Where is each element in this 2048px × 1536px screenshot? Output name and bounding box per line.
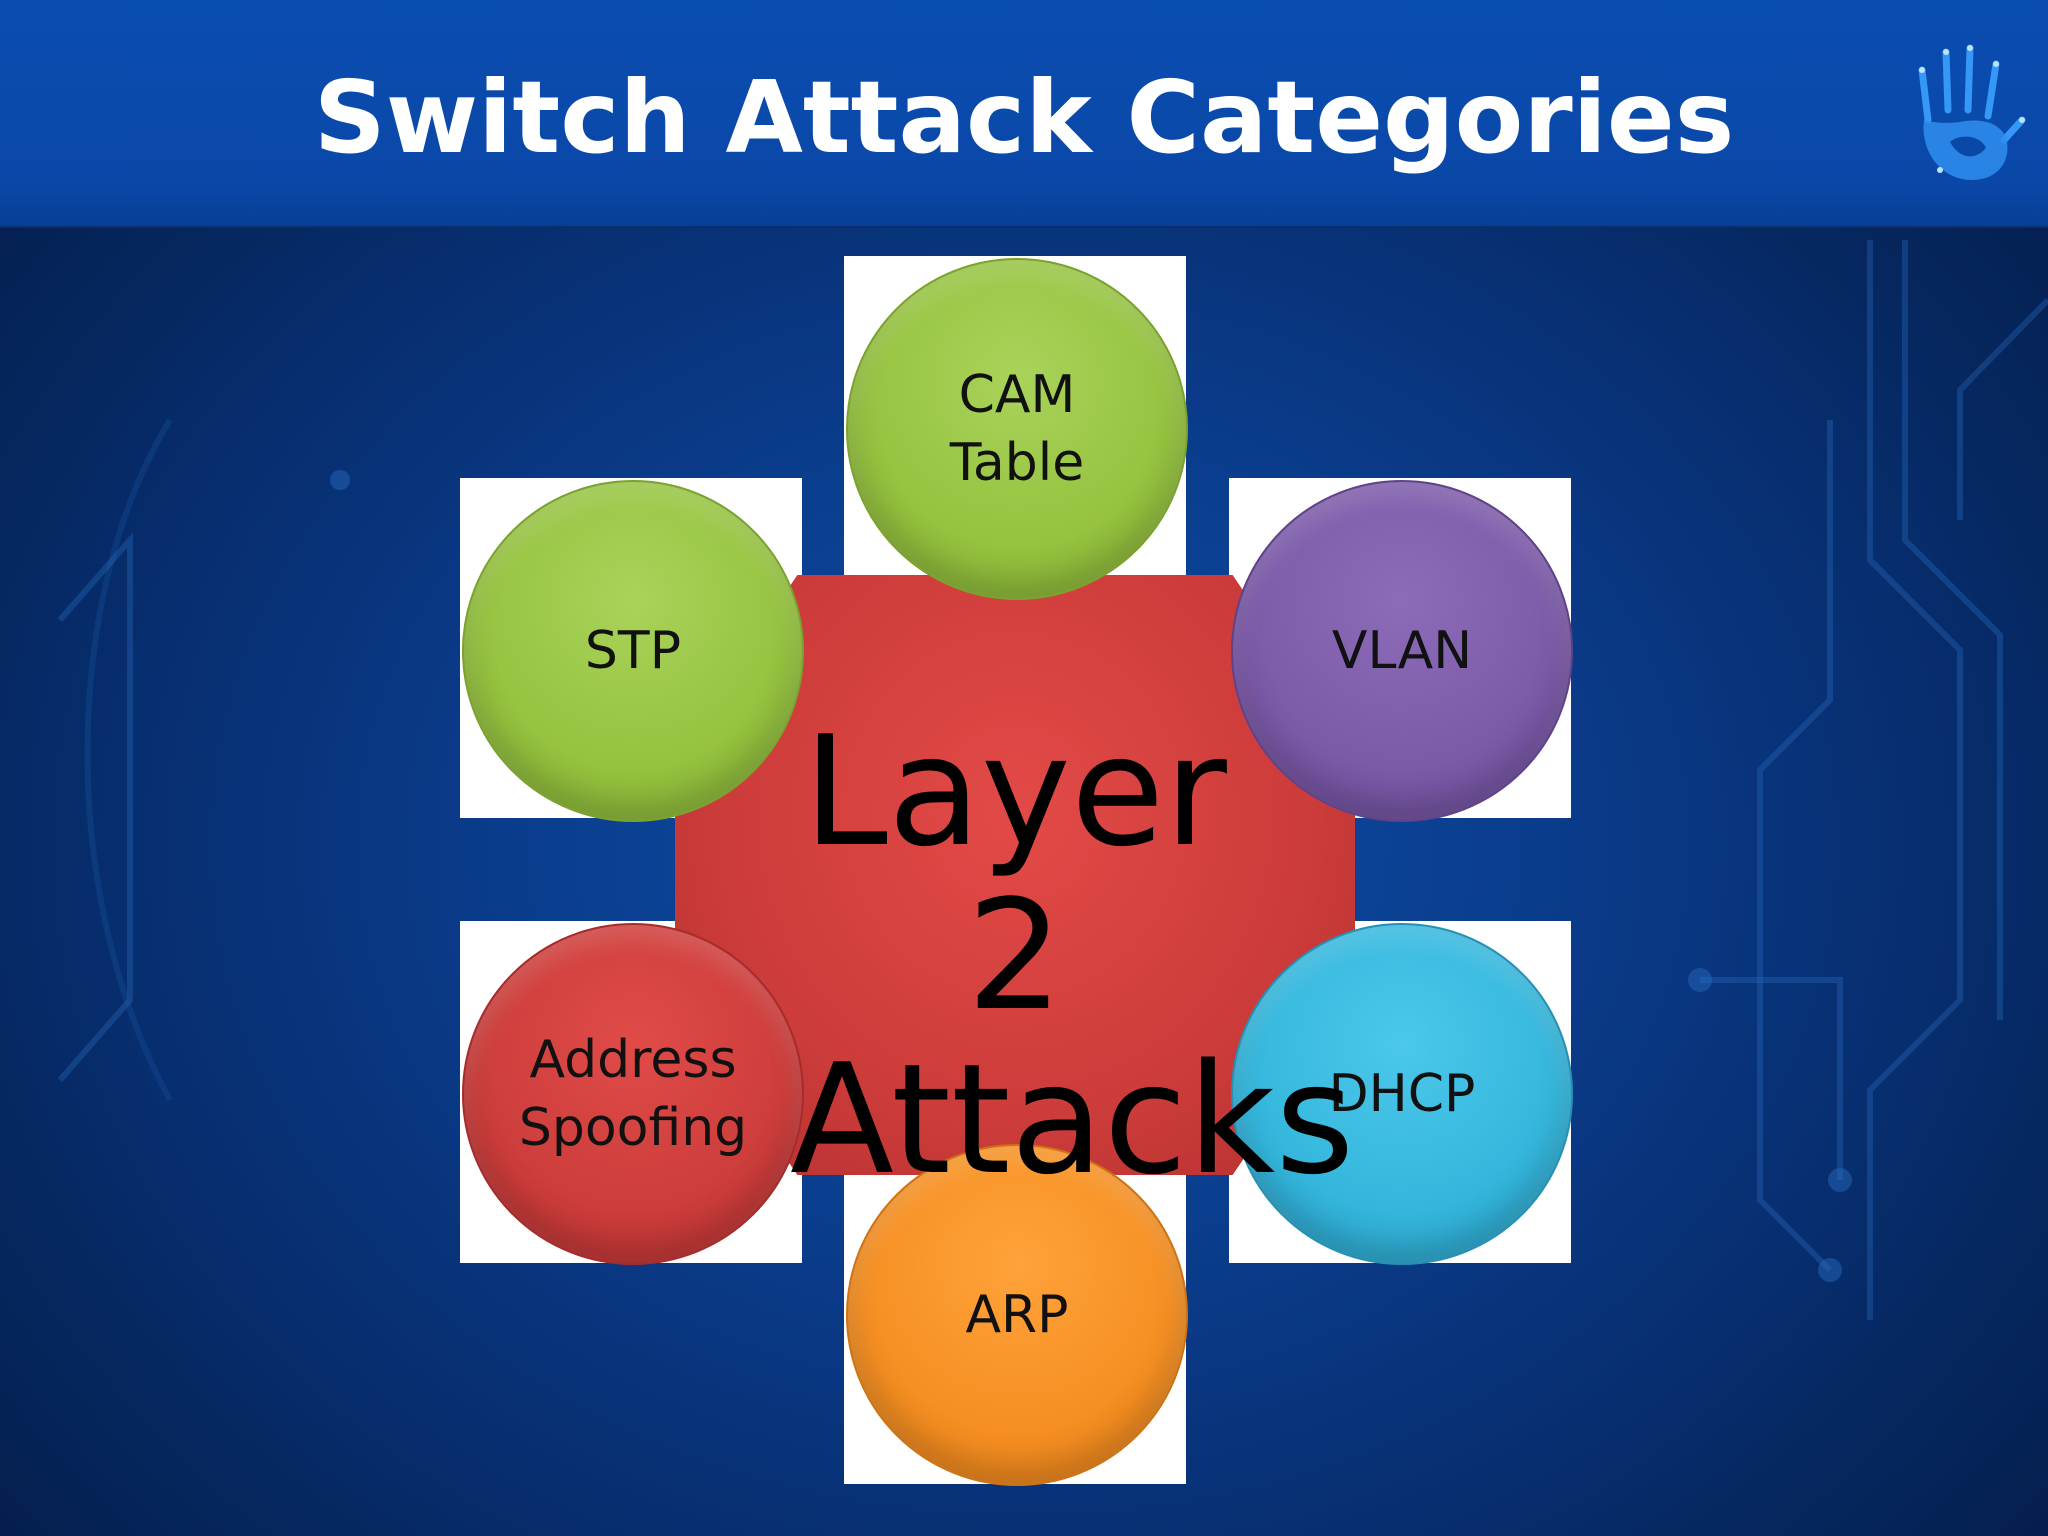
title-bar: Switch Attack Categories	[0, 0, 2048, 228]
category-vlan: VLAN	[1231, 480, 1573, 822]
center-label: Layer 2 Attacks	[790, 703, 1355, 1208]
category-label: ARP	[965, 1285, 1069, 1345]
category-arp: ARP	[846, 1144, 1188, 1486]
center-label-line2: Attacks	[790, 1031, 1355, 1208]
category-stp: STP	[462, 480, 804, 822]
category-cam-table: CAM Table	[846, 258, 1188, 600]
category-label: CAM Table	[949, 365, 1085, 493]
category-label: DHCP	[1328, 1064, 1476, 1124]
hand-print-icon	[1918, 44, 2026, 180]
slide-title: Switch Attack Categories	[313, 59, 1735, 176]
category-label: VLAN	[1331, 621, 1473, 681]
category-label: Address Spoofing	[518, 1030, 748, 1158]
category-label: STP	[584, 621, 682, 681]
center-label-line1: Layer 2	[803, 703, 1227, 1044]
category-dhcp: DHCP	[1231, 923, 1573, 1265]
category-address-spoofing: Address Spoofing	[462, 923, 804, 1265]
